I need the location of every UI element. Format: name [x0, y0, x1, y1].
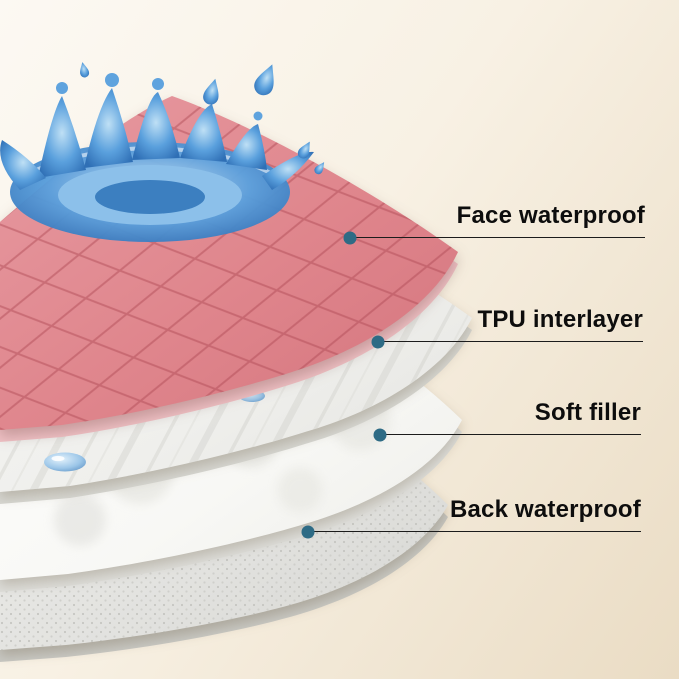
callout-line [343, 231, 645, 245]
callout-label: Back waterproof [449, 496, 641, 523]
callout-dot [371, 335, 385, 349]
callout-soft-filler: Soft filler [373, 399, 641, 442]
callout-dot [301, 525, 315, 539]
water-splash [0, 60, 328, 242]
callout-dot [343, 231, 357, 245]
callout-label: Soft filler [534, 399, 641, 426]
callout-label: TPU interlayer [477, 306, 643, 333]
callout-label: Face waterproof [456, 202, 645, 229]
callout-face-waterproof: Face waterproof [343, 202, 645, 245]
callout-line [371, 335, 643, 349]
callout-tpu-interlayer: TPU interlayer [371, 306, 643, 349]
callout-back-waterproof: Back waterproof [301, 496, 641, 539]
callout-line [373, 428, 641, 442]
callout-line [301, 525, 641, 539]
callout-dot [373, 428, 387, 442]
